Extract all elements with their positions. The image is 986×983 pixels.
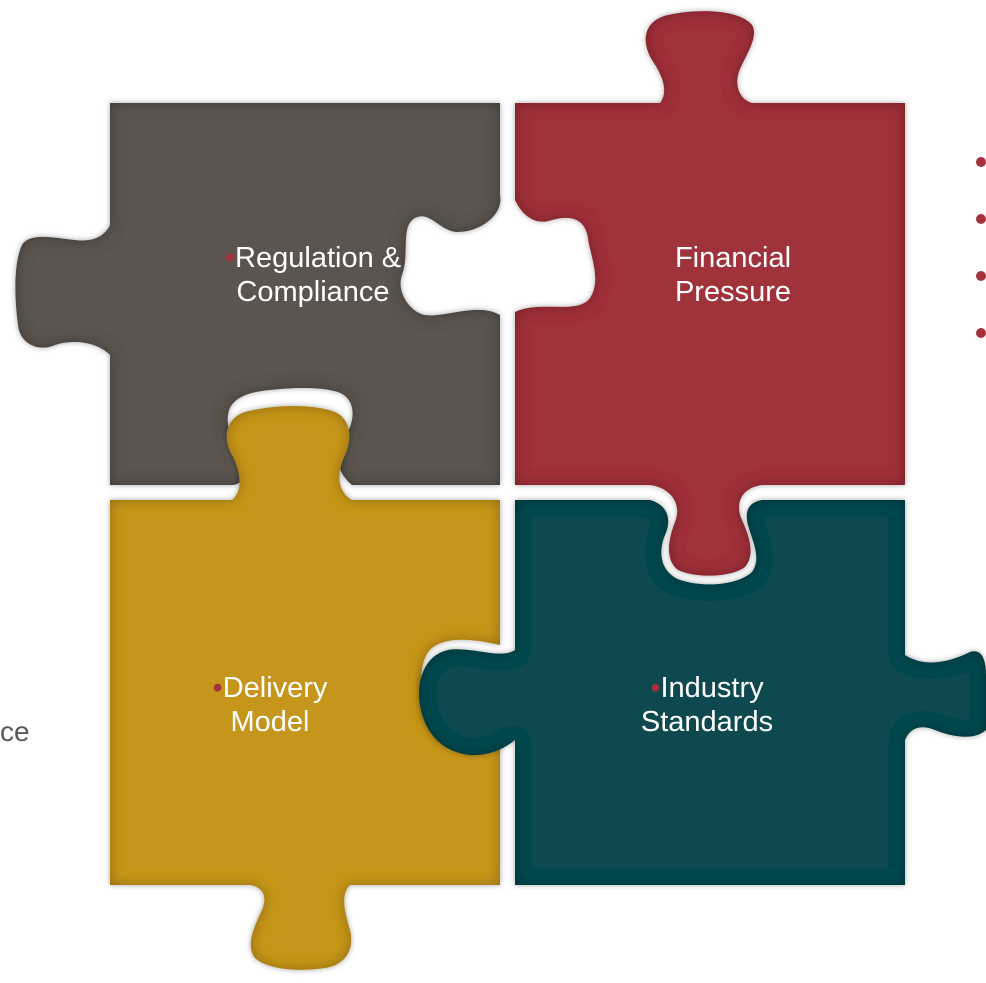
bullet-dot (976, 328, 986, 338)
bullet-dot: • (212, 672, 223, 704)
piece-financial-pressure (515, 11, 905, 576)
label-line-1: Regulation & (235, 242, 402, 274)
bullet-dot (976, 214, 986, 224)
bullet-dot: • (224, 242, 236, 274)
side-text-fragment: ce (0, 716, 30, 747)
label-line-2: Model (230, 706, 310, 738)
piece-industry-standards (419, 500, 986, 885)
label-line-2: Standards (640, 706, 774, 738)
label-financial-pressure: Financial Pressure (598, 241, 868, 309)
bullet-dot (976, 271, 986, 281)
label-line-1: Financial (674, 242, 792, 274)
label-industry-standards: •Industry Standards (572, 671, 842, 739)
label-regulation-compliance: •Regulation & Compliance (178, 241, 448, 309)
bullet-dot: • (650, 672, 661, 704)
label-line-2: Pressure (674, 276, 792, 308)
side-bullet-list (976, 145, 986, 385)
label-line-1: Delivery (222, 672, 328, 704)
piece-delivery-model (110, 406, 500, 970)
label-line-2: Compliance (236, 276, 390, 308)
label-line-1: Industry (660, 672, 764, 704)
piece-regulation-compliance (15, 103, 501, 485)
bullet-dot (976, 157, 986, 167)
label-delivery-model: •Delivery Model (150, 671, 390, 739)
